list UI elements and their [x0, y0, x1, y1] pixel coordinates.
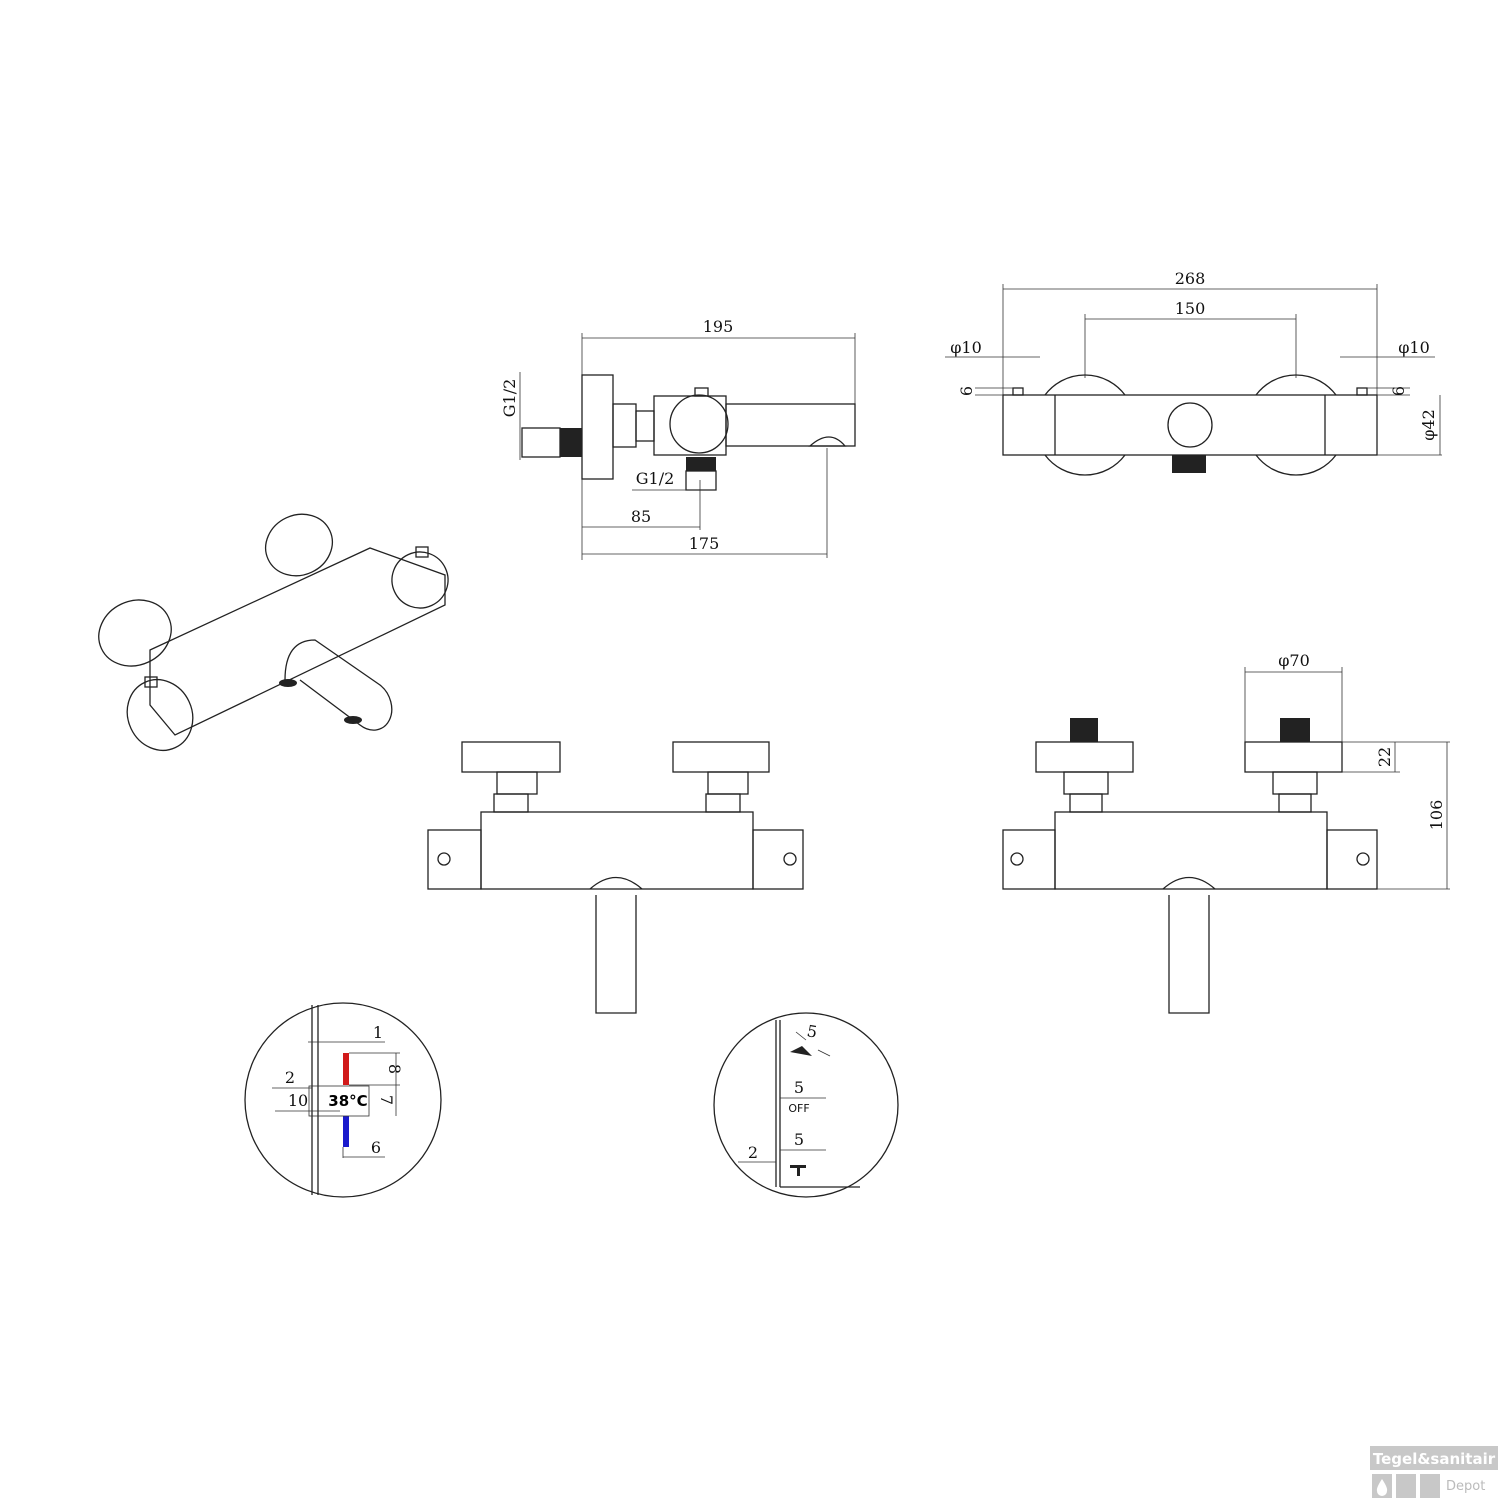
dim-1: 1	[373, 1023, 383, 1042]
detail-function-symbols: 5 5 OFF 5 2	[713, 1012, 899, 1198]
front-view	[427, 741, 804, 1014]
shower-icon	[790, 1046, 812, 1056]
drop-icon	[1376, 1479, 1388, 1496]
dim-5-tub: 5	[794, 1130, 804, 1149]
tub-spout-icon	[790, 1165, 806, 1176]
brand-logo: Tegel&sanitair Depot	[1370, 1446, 1498, 1498]
dim-175: 175	[689, 534, 720, 553]
dim-85: 85	[631, 507, 651, 526]
dim-268: 268	[1175, 269, 1206, 288]
dim-6-left: 6	[957, 386, 976, 396]
cold-indicator	[343, 1116, 349, 1147]
dim-7: 7	[377, 1095, 396, 1105]
dim-10: 10	[288, 1091, 308, 1110]
dim-22: 22	[1375, 747, 1394, 767]
dim-8: 8	[385, 1064, 404, 1074]
dia-42: φ42	[1419, 409, 1438, 441]
thread-left-label: G1/2	[500, 379, 519, 418]
hot-indicator	[343, 1053, 349, 1085]
isometric-view	[98, 513, 449, 751]
dim-6: 6	[371, 1138, 381, 1157]
dim-2: 2	[285, 1068, 295, 1087]
dim-5-off: 5	[794, 1078, 804, 1097]
dia-10-right: φ10	[1398, 338, 1430, 357]
off-label: OFF	[788, 1102, 809, 1115]
rear-view: φ70 22 106	[1002, 651, 1450, 1014]
thread-bottom-label: G1/2	[636, 469, 675, 488]
temperature-label: 38°C	[328, 1092, 367, 1110]
side-view: 195 G1/2 G1/2 85 175	[500, 317, 856, 560]
dim-150: 150	[1175, 299, 1206, 318]
dim-195: 195	[703, 317, 734, 336]
top-view: 268 150 φ10 φ10 6 6 φ42	[945, 269, 1442, 476]
dim-106: 106	[1427, 800, 1446, 831]
logo-line1: Tegel&sanitair	[1373, 1450, 1496, 1468]
dia-70: φ70	[1278, 651, 1310, 670]
logo-line2: Depot	[1446, 1479, 1485, 1494]
dim-2: 2	[748, 1143, 758, 1162]
dim-5-shower: 5	[805, 1021, 818, 1041]
detail-temperature-scale: 1 8 2 10 38°C 7 6	[244, 1002, 442, 1198]
dia-10-left: φ10	[950, 338, 982, 357]
dim-6-right: 6	[1389, 386, 1408, 396]
